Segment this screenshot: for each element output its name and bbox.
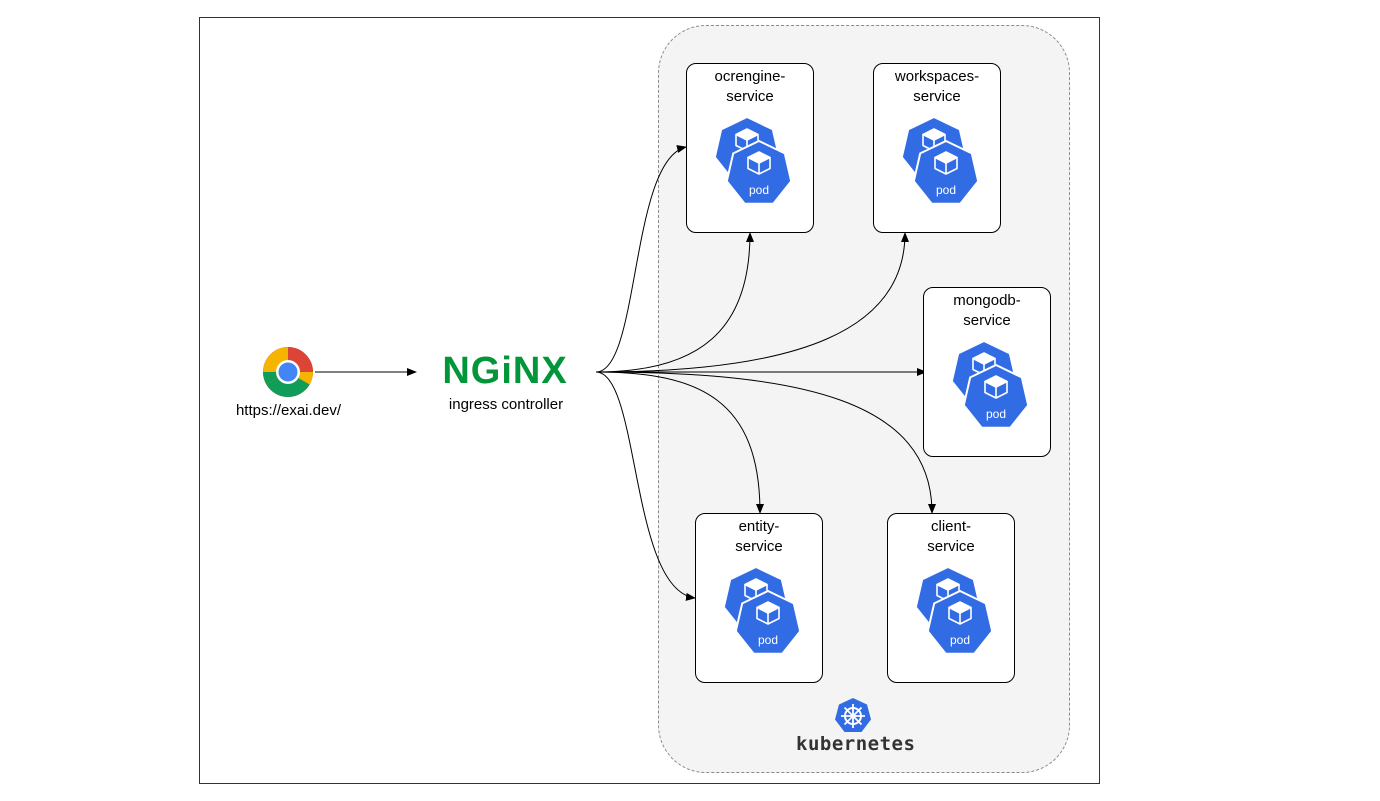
pod-label: pod — [950, 633, 970, 647]
pod-icon: pod — [950, 339, 1030, 429]
diagram-frame — [199, 17, 1100, 784]
nginx-logo-text: NGiNX — [442, 350, 567, 390]
pod-icon: pod — [900, 115, 980, 205]
pod-icon: pod — [713, 115, 793, 205]
arrow-ingress-to-workspaces — [595, 232, 909, 373]
pod-label: pod — [986, 407, 1006, 421]
pod-icon: pod — [722, 565, 802, 655]
browser-url-label: https://exai.dev/ — [235, 402, 342, 419]
service-title: ocrengine-service — [714, 68, 786, 105]
service-box-workspaces: workspaces-service pod — [873, 63, 1001, 233]
kubernetes-label: kubernetes — [796, 733, 916, 755]
arrow-ingress-to-entity — [595, 371, 764, 514]
nginx-logo: NGiNX — [442, 350, 567, 390]
chrome-icon — [263, 347, 313, 397]
service-title: workspaces-service — [894, 68, 980, 105]
kubernetes-helm-icon — [835, 698, 871, 732]
arrow-ingress-to-entity-side — [595, 371, 696, 601]
pod-label: pod — [749, 183, 769, 197]
service-title: entity-service — [735, 518, 783, 555]
pod-label: pod — [758, 633, 778, 647]
service-box-ocrengine: ocrengine-service pod — [686, 63, 814, 233]
service-box-mongodb: mongodb-service pod — [923, 287, 1051, 457]
arrow-ingress-to-client — [595, 371, 936, 514]
pod-icon: pod — [914, 565, 994, 655]
service-title: mongodb-service — [953, 292, 1021, 329]
service-box-client: client-service pod — [887, 513, 1015, 683]
arrow-ingress-to-ocrengine-bottom — [595, 232, 754, 373]
arrow-ingress-to-ocrengine — [595, 145, 687, 373]
ingress-caption: ingress controller — [448, 396, 564, 413]
service-box-entity: entity-service pod — [695, 513, 823, 683]
service-title: client-service — [927, 518, 975, 555]
pod-label: pod — [936, 183, 956, 197]
